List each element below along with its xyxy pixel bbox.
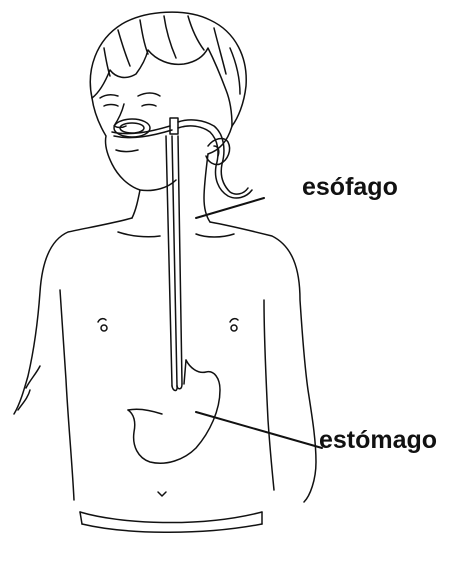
esophagus-label: esófago [302, 173, 398, 202]
tube-outline [112, 118, 252, 391]
face-outline [92, 93, 232, 191]
stomach-outline [128, 360, 220, 463]
torso-outline [14, 154, 316, 532]
hair-outline [90, 12, 246, 126]
stomach-label: estómago [319, 426, 437, 455]
stomach-leader-line [196, 412, 322, 448]
esophagus-leader-line [196, 198, 264, 218]
